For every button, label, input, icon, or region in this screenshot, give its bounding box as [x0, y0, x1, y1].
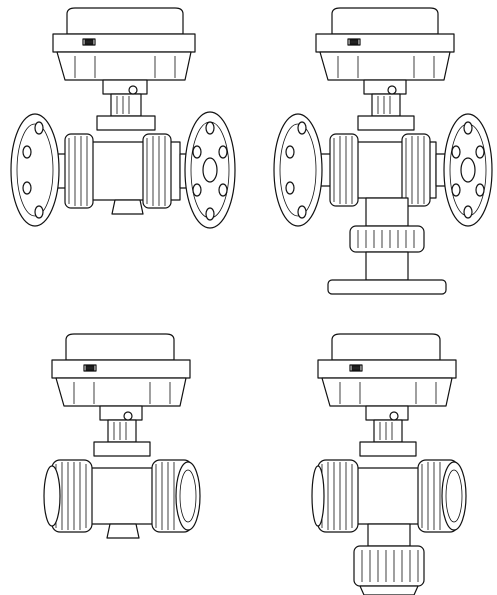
- valve-2way-flanged-icon: [10, 7, 236, 229]
- flange-right: [443, 113, 493, 227]
- flange-right: [184, 111, 236, 229]
- valve-3way-union-icon: [311, 333, 467, 595]
- valve-3way-union-figure: [310, 328, 475, 595]
- valve-body: [43, 459, 201, 539]
- bottom-branch: [353, 523, 425, 595]
- valve-body: [307, 133, 467, 207]
- mounting-bracket: [357, 79, 415, 131]
- valve-3way-flanged-figure: [268, 2, 497, 302]
- mounting-bracket: [359, 405, 417, 457]
- mounting-bracket: [93, 405, 151, 457]
- valve-2way-union-figure: [40, 328, 210, 543]
- actuator-housing: [51, 333, 191, 407]
- actuator-housing: [52, 7, 196, 81]
- mounting-bracket: [96, 79, 156, 131]
- bottom-branch: [327, 197, 447, 295]
- valve-body: [311, 459, 467, 533]
- flange-left: [273, 113, 323, 227]
- valve-2way-flanged-figure: [5, 2, 240, 242]
- actuator-housing: [315, 7, 455, 81]
- flange-left: [10, 113, 60, 227]
- actuator-housing: [317, 333, 457, 407]
- valve-2way-union-icon: [43, 333, 201, 539]
- valve-3way-flanged-icon: [273, 7, 493, 295]
